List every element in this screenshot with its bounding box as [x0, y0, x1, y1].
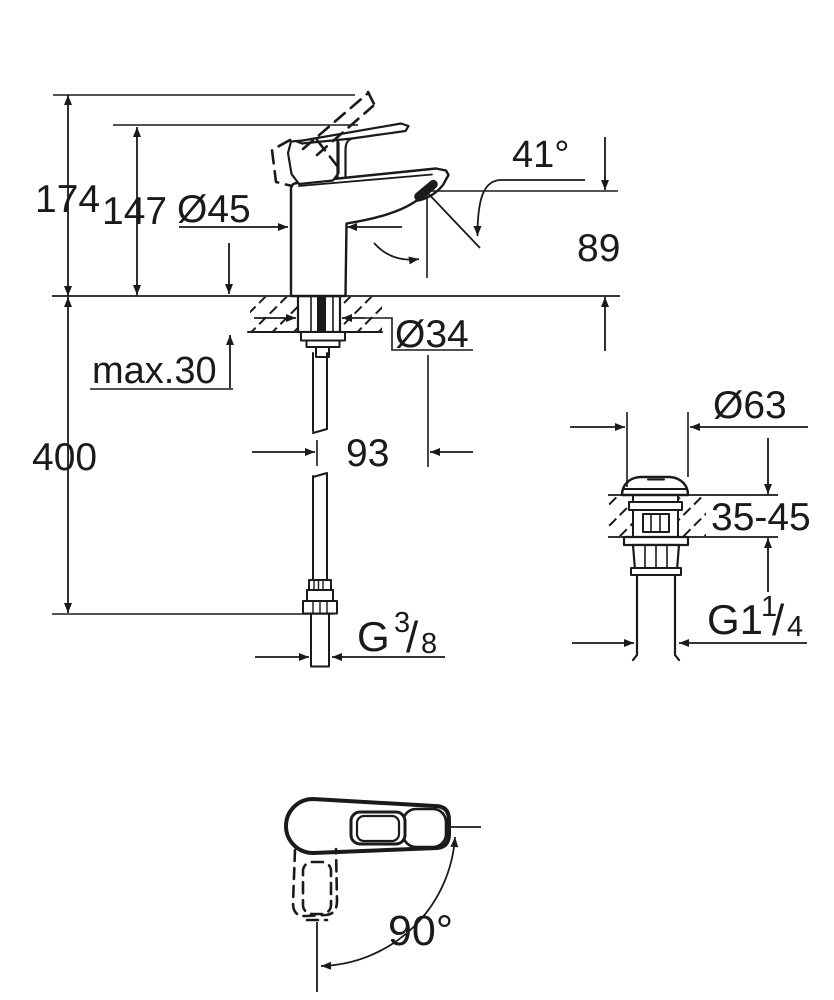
- dim-reach-label: 93: [346, 432, 389, 475]
- dim-supply-thread-label: G 3 / 8: [357, 607, 437, 662]
- main-view-dimensions: 174 147 Ø45 41° 89 max.30 Ø34 400 93: [32, 94, 620, 662]
- dim-hose-length-label: 400: [32, 436, 97, 479]
- supply-hose-upper: [312, 352, 328, 434]
- dim-hole-dia-label: Ø34: [395, 313, 469, 356]
- dim-waste-dia-label: Ø63: [713, 384, 787, 427]
- drain-locknut-facets: [644, 545, 668, 570]
- shank-thread-band: [317, 297, 326, 331]
- drain-cap-rim: [623, 478, 687, 490]
- dim-max-deck-label: max.30: [92, 350, 217, 392]
- lever-neck: [336, 137, 354, 179]
- drain-washer: [622, 535, 690, 547]
- mounting-washer: [300, 331, 346, 342]
- mounting-stud: [315, 346, 330, 358]
- drain-overflow-slots: [650, 513, 661, 533]
- faucet-body-spout-outline: [289, 167, 450, 298]
- lever-raised-phantom: [270, 90, 376, 188]
- supply-hose-lower: [312, 472, 328, 581]
- hose-fitting-band: [306, 589, 334, 602]
- hole-dia-leader: [365, 317, 473, 351]
- dim-deck-range-label: 35-45: [711, 496, 811, 539]
- dim-overall-height-label: 174: [35, 178, 100, 221]
- drain-nut-base: [630, 567, 682, 576]
- dim-waste-thread-label: G1 1 / 4: [707, 591, 803, 645]
- deck-hatch-left: [250, 297, 298, 331]
- drain-overflow-window: [642, 513, 670, 533]
- hose-collar-knurl: [313, 580, 324, 590]
- drain-tailpiece: [631, 573, 681, 662]
- waste-drain-view: Ø63 35-45 G1 1 / 4: [570, 384, 811, 662]
- cartridge-dome: [286, 136, 340, 186]
- lever-handle: [295, 122, 410, 145]
- handle-phantom-down: [291, 847, 339, 922]
- handle-swing-arc: [320, 836, 459, 970]
- supply-thread-tube: [310, 613, 330, 668]
- hose-nut-facets: [312, 601, 328, 614]
- spout-angle-arc: [373, 242, 420, 265]
- dim-lever-height-label: 147: [102, 190, 167, 233]
- handle-top-view: 90°: [284, 797, 481, 992]
- shank-detail-lines: [310, 296, 334, 332]
- faucet-front-view: [247, 90, 450, 668]
- spout-top-inner-line: [298, 173, 433, 187]
- drain-flange-band: [628, 501, 683, 511]
- hose-collar: [308, 579, 332, 591]
- drain-ext-lines: [626, 412, 689, 487]
- deck-hatch-right: [340, 297, 382, 331]
- dim-spout-angle-label: 41°: [512, 134, 569, 176]
- dim-spout-angle-leader: [473, 179, 585, 237]
- stream-direction-line: [422, 187, 481, 249]
- drain-cap-dome: [620, 475, 690, 497]
- dim-body-dia-label: Ø45: [177, 188, 251, 231]
- ext-line-outlet-vertical: [426, 193, 429, 467]
- dim-outlet-height-label: 89: [577, 227, 620, 270]
- dim-handle-swing-label: 90°: [388, 907, 453, 955]
